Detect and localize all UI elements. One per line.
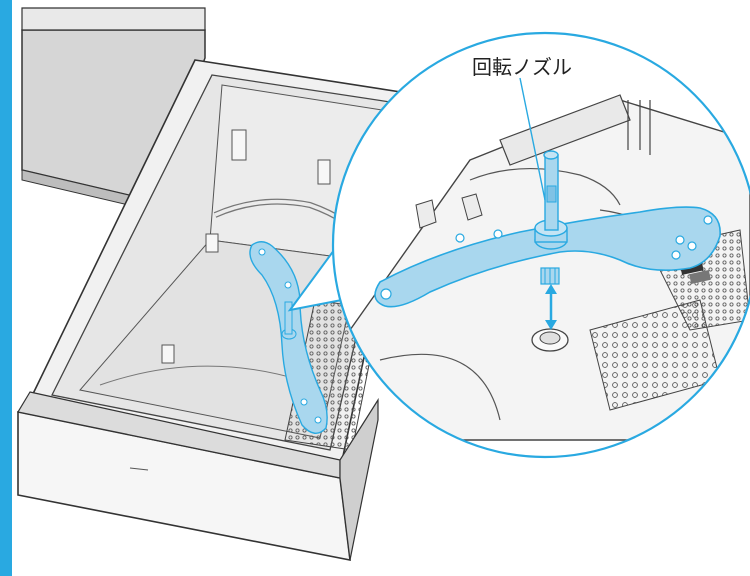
rotating-nozzle-arm <box>374 150 721 308</box>
nozzle-arm-small <box>249 241 328 434</box>
double-arrow-vertical <box>545 284 557 330</box>
callout-leader-line <box>519 77 546 201</box>
accent-bar <box>0 0 12 576</box>
magnified-view <box>331 31 750 459</box>
callout-label-rotating-nozzle: 回転ノズル <box>472 55 572 79</box>
